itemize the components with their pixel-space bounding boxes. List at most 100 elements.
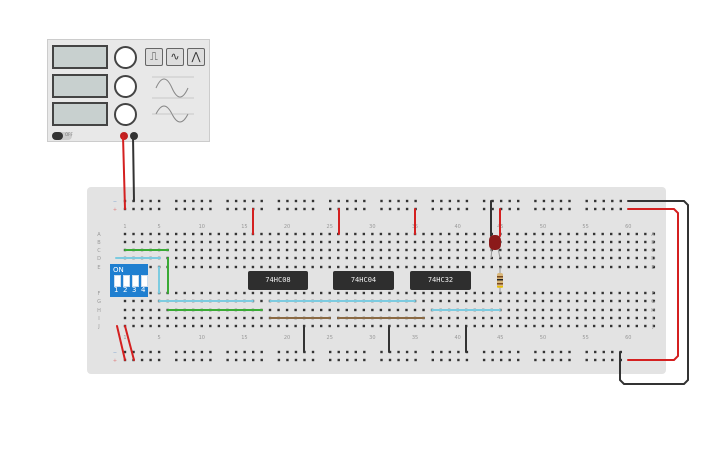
- hole: [260, 316, 263, 320]
- rail-hole: [508, 350, 511, 354]
- red-wire: [124, 325, 135, 361]
- hole: [447, 265, 451, 269]
- square-wave-icon[interactable]: ⎍: [145, 48, 163, 66]
- rail-hole: [551, 358, 554, 362]
- hole: [558, 324, 562, 328]
- dip-pos-2[interactable]: 2: [123, 286, 128, 294]
- chip-74hc08[interactable]: 74HC08: [248, 271, 308, 290]
- hole: [473, 256, 476, 260]
- rail-hole: [594, 207, 597, 211]
- rail-hole: [594, 350, 597, 354]
- chip-74hc32[interactable]: 74HC32: [410, 271, 471, 290]
- hole: [533, 316, 536, 320]
- hole: [516, 240, 519, 244]
- rail-hole: [149, 199, 152, 203]
- hole: [200, 240, 203, 244]
- dip-toggle[interactable]: [141, 275, 148, 287]
- hole: [601, 316, 604, 320]
- hole: [567, 316, 570, 320]
- offset-knob[interactable]: [114, 103, 137, 126]
- hole: [499, 316, 502, 320]
- rail-hole: [380, 350, 383, 354]
- dip-toggle[interactable]: [123, 275, 130, 287]
- hole: [337, 308, 340, 312]
- rail-hole: [277, 358, 281, 362]
- rail-hole: [594, 199, 597, 203]
- row-label: G: [97, 299, 101, 305]
- hole: [447, 299, 451, 303]
- hole: [243, 248, 246, 252]
- hole: [592, 291, 596, 295]
- hole: [413, 324, 417, 328]
- hole: [192, 248, 195, 252]
- rail-hole: [329, 358, 332, 362]
- dip-switch[interactable]: ON 1 2 3 4: [110, 264, 148, 297]
- hole: [558, 265, 562, 269]
- hole: [533, 291, 536, 295]
- hole: [268, 240, 272, 244]
- hole: [610, 299, 613, 303]
- function-generator[interactable]: ⎍ ∿ ⋀ OFF: [47, 39, 210, 142]
- sine-wave-icon[interactable]: ∿: [166, 48, 184, 66]
- dip-toggle[interactable]: [132, 275, 139, 287]
- hole: [592, 265, 596, 269]
- hole: [652, 256, 656, 260]
- rail-hole: [397, 358, 400, 362]
- waveform-diagrams: [152, 76, 194, 123]
- dip-pos-1[interactable]: 1: [114, 286, 119, 294]
- rail-hole: [517, 199, 520, 203]
- hole: [430, 265, 434, 269]
- hole: [302, 265, 306, 269]
- hole: [371, 308, 374, 312]
- hole: [345, 265, 348, 269]
- hole: [413, 240, 417, 244]
- hole: [635, 324, 638, 328]
- rail-hole: [149, 350, 152, 354]
- hole: [482, 232, 485, 236]
- rail-hole: [431, 207, 434, 211]
- rail-hole: [286, 199, 289, 203]
- hole: [285, 256, 289, 260]
- power-switch[interactable]: [52, 132, 72, 140]
- hole: [311, 324, 314, 328]
- triangle-wave-icon[interactable]: ⋀: [187, 48, 205, 66]
- hole: [328, 291, 331, 295]
- chip-74hc04[interactable]: 74HC04: [333, 271, 394, 290]
- hole: [541, 291, 545, 295]
- hole: [567, 324, 570, 328]
- hole: [251, 265, 255, 269]
- hole: [362, 256, 366, 260]
- hole: [601, 324, 604, 328]
- hole: [362, 324, 366, 328]
- hole: [226, 232, 229, 236]
- rail-hole: [260, 358, 263, 362]
- dip-pos-3[interactable]: 3: [132, 286, 137, 294]
- dip-pos-4[interactable]: 4: [141, 286, 146, 294]
- hole: [584, 256, 587, 260]
- hole: [132, 240, 135, 244]
- hole: [439, 256, 442, 260]
- hole: [456, 324, 459, 328]
- hole: [371, 248, 374, 252]
- hole: [319, 324, 323, 328]
- hole: [319, 308, 323, 312]
- frequency-knob[interactable]: [114, 46, 137, 69]
- amplitude-knob[interactable]: [114, 75, 137, 98]
- hole: [217, 232, 221, 236]
- hole: [627, 308, 630, 312]
- hole: [439, 299, 442, 303]
- hole: [499, 324, 502, 328]
- rail-hole: [517, 207, 520, 211]
- hole: [277, 324, 280, 328]
- hole: [226, 248, 229, 252]
- rail-hole: [431, 358, 434, 362]
- hole: [311, 265, 314, 269]
- hole: [268, 324, 272, 328]
- dip-toggle[interactable]: [114, 275, 121, 287]
- hole: [422, 299, 425, 303]
- hole: [610, 256, 613, 260]
- hole: [337, 291, 340, 295]
- hole: [592, 299, 596, 303]
- hole: [251, 256, 255, 260]
